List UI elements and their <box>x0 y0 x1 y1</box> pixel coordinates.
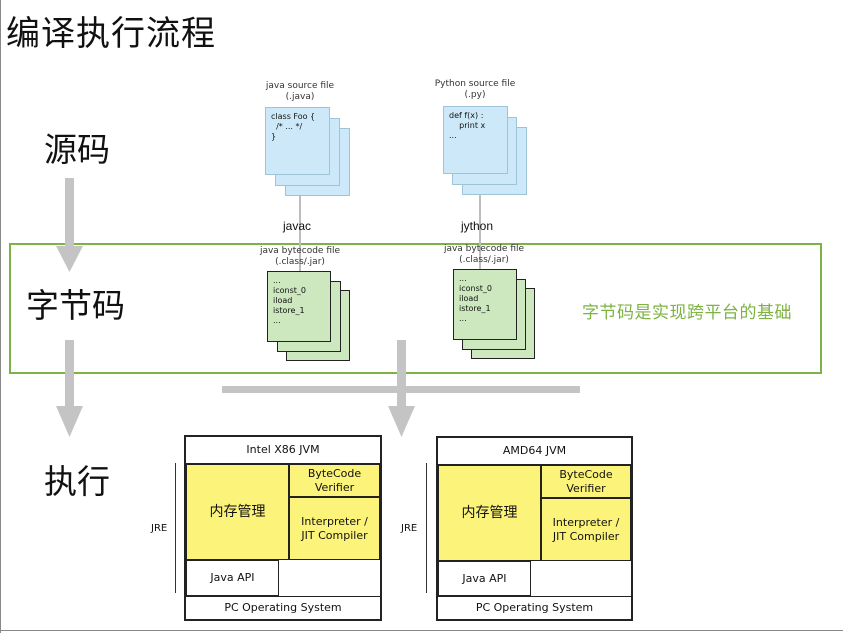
jvm2-name: AMD64 JVM <box>438 438 631 465</box>
jython-label: jython <box>461 219 494 233</box>
python-bytecode-label-line2: (.class/.jar) <box>459 255 509 265</box>
jvm1-os: PC Operating System <box>186 596 380 619</box>
jvm2-memory: 内存管理 <box>438 465 541 561</box>
python-source-label: Python source file (.py) <box>427 79 523 101</box>
frame-bottom-line <box>0 630 843 631</box>
bytecode-note: 字节码是实现跨平台的基础 <box>582 303 792 323</box>
frame-left-line <box>0 0 1 633</box>
stage-arrow-2-head <box>56 406 83 437</box>
stage-arrow-1-head <box>56 246 83 272</box>
jvm2-jre-bracket <box>426 463 431 593</box>
jvm2-verifier: ByteCode Verifier <box>541 465 631 498</box>
jvm1-jre-label: JRE <box>151 523 168 534</box>
jvm1-interpreter: Interpreter / JIT Compiler <box>289 497 380 560</box>
jvm1-memory: 内存管理 <box>186 464 289 560</box>
jvm2-jre-label: JRE <box>401 523 418 534</box>
python-bytecode-code: ... iconst_0 iload istore_1 ... <box>453 269 517 340</box>
jvm1-jre-bracket <box>175 463 180 593</box>
jvm1-box: Intel X86 JVM 内存管理 ByteCode Verifier Int… <box>184 435 382 621</box>
jvm2-box: AMD64 JVM 内存管理 ByteCode Verifier Interpr… <box>436 436 633 621</box>
jvm1-name: Intel X86 JVM <box>186 437 380 464</box>
jvm1-verifier: ByteCode Verifier <box>289 464 380 497</box>
python-bytecode-label: java bytecode file (.class/.jar) <box>439 244 529 266</box>
stage-execute-label: 执行 <box>44 462 110 501</box>
stage-bytecode-label: 字节码 <box>26 286 125 325</box>
python-source-label-line1: Python source file <box>434 79 516 89</box>
java-source-label-line1: java source file <box>265 81 335 91</box>
jvm-arrow-head <box>388 406 415 437</box>
jvm2-interpreter: Interpreter / JIT Compiler <box>541 498 631 561</box>
jvm-arrow-shaft <box>397 340 406 408</box>
jvm-distribution-bar <box>222 386 580 393</box>
jvm2-os: PC Operating System <box>438 596 631 619</box>
python-source-code: def f(x) : print x ... <box>443 106 508 174</box>
jvm2-java-api: Java API <box>438 561 531 596</box>
jvm1-java-api: Java API <box>186 560 279 596</box>
java-bytecode-code: ... iconst_0 iload istore_1 ... <box>267 271 331 342</box>
page-title: 编译执行流程 <box>6 14 216 54</box>
java-bytecode-label: java bytecode file (.class/.jar) <box>255 246 345 268</box>
stage-arrow-1-shaft <box>65 178 74 248</box>
stage-arrow-2-shaft <box>65 340 74 408</box>
python-source-label-line2: (.py) <box>464 90 486 100</box>
stage-source-label: 源码 <box>44 130 110 169</box>
python-bytecode-label-line1: java bytecode file <box>443 244 525 254</box>
java-bytecode-label-line2: (.class/.jar) <box>275 257 325 267</box>
java-source-code: class Foo { /* ... */ } <box>265 107 330 175</box>
java-bytecode-label-line1: java bytecode file <box>259 246 341 256</box>
java-source-label-line2: (.java) <box>285 92 315 102</box>
bytecode-highlight-box <box>9 243 822 374</box>
javac-label: javac <box>283 219 312 233</box>
java-source-label: java source file (.java) <box>255 81 345 103</box>
